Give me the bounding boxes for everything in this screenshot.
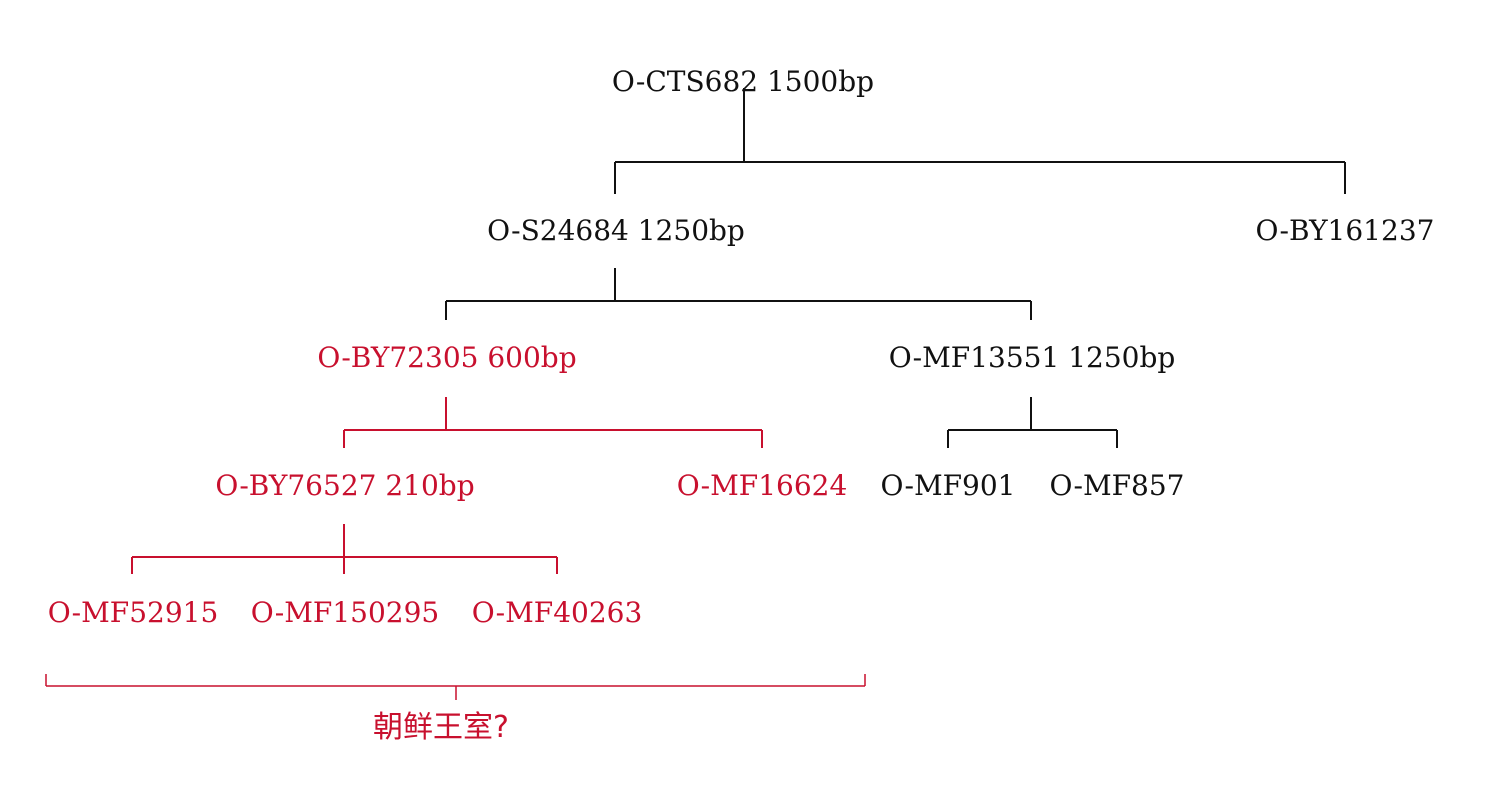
node-mf857: O-MF857	[1049, 469, 1185, 502]
node-mf52915: O-MF52915	[47, 596, 219, 629]
node-cts682: O-CTS682 1500bp	[611, 65, 875, 98]
node-mf40263: O-MF40263	[471, 596, 643, 629]
group-label-royal-family: 朝鲜王室?	[373, 710, 509, 745]
node-s24684: O-S24684 1250bp	[487, 214, 745, 247]
node-mf16624: O-MF16624	[676, 469, 848, 502]
node-mf901: O-MF901	[880, 469, 1016, 502]
node-by76527: O-BY76527 210bp	[215, 469, 475, 502]
node-by161237: O-BY161237	[1255, 214, 1435, 247]
node-by72305: O-BY72305 600bp	[317, 341, 577, 374]
node-mf13551: O-MF13551 1250bp	[888, 341, 1176, 374]
node-mf150295: O-MF150295	[250, 596, 440, 629]
